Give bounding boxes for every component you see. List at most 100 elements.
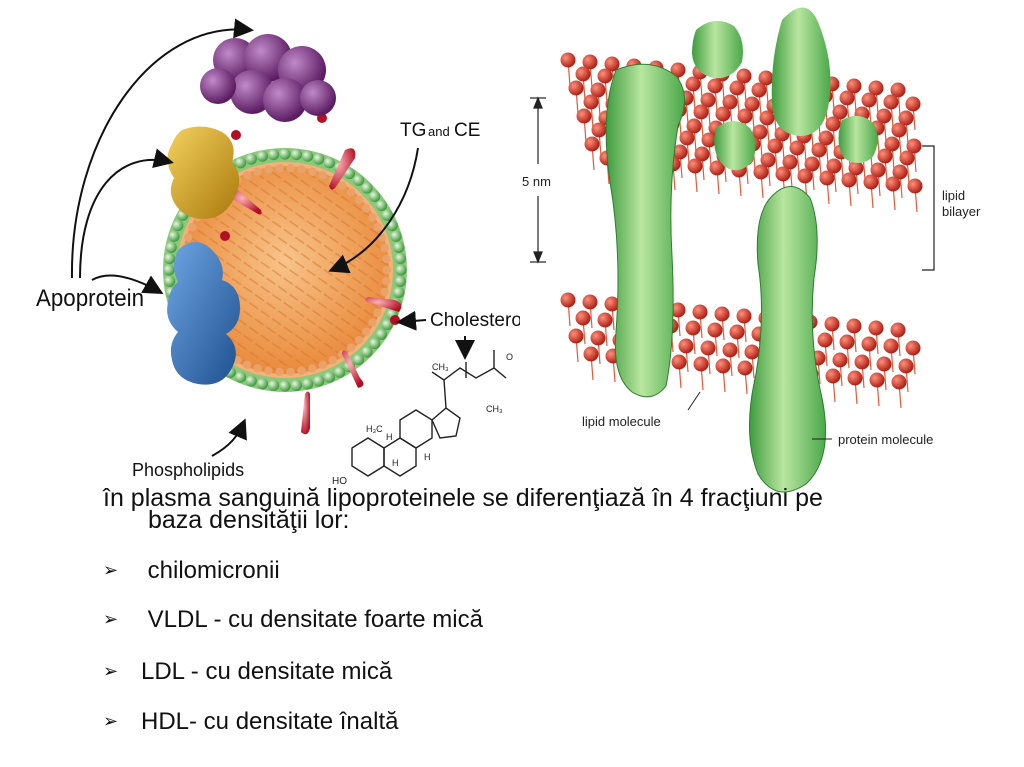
lipid-head [729, 324, 745, 340]
lipid-head [775, 166, 791, 182]
lipid-head [758, 70, 774, 86]
lipid-head [722, 342, 738, 358]
bullet-arrow-icon: ➢ [103, 560, 119, 580]
phospholipid-head [328, 355, 337, 365]
lipid-head [890, 82, 906, 98]
cholesterol-label: Cholesterol [430, 310, 520, 331]
lipid-head [869, 372, 885, 388]
phospholipid-head [253, 364, 262, 373]
phospholipid-head [275, 367, 284, 377]
lipid-head [671, 354, 687, 370]
phospholipid-head [393, 241, 405, 253]
lipid-head [707, 322, 723, 338]
lipid-head [905, 340, 921, 356]
lipid-head [715, 358, 731, 374]
lipid-head [737, 108, 753, 124]
phospholipid-head [346, 188, 356, 197]
lipid-head [707, 78, 723, 94]
phospholipid-head [375, 200, 388, 212]
lipid-bilayer-diagram: 5 nm lipid bilayer lipid molecule protei… [522, 7, 981, 493]
phospholipid-head [235, 157, 247, 169]
lipid-head [898, 358, 914, 374]
lipid-head [899, 150, 915, 166]
list-item-text: HDL- cu densitate înaltă [141, 708, 399, 735]
lipid-head [797, 168, 813, 184]
lipid-head [597, 68, 613, 84]
phospholipid-head [380, 243, 389, 253]
phospholipid-head [172, 220, 184, 232]
intro-line-2: baza densităţii lor: [148, 506, 350, 534]
phospholipid-head [286, 163, 295, 173]
intro-line-1: în plasma sanguină lipoproteinele se dif… [103, 484, 823, 512]
lipid-head [693, 356, 709, 372]
phospholipid-head [313, 153, 325, 165]
lipoprotein-diagram: Apoprotein TG and CE Cholesterol Phospho… [36, 18, 520, 487]
phospholipid-head [338, 181, 347, 190]
lipid-head [670, 302, 686, 318]
lipid-head [876, 356, 892, 372]
lipid-head [907, 178, 923, 194]
lipid-head [818, 130, 834, 146]
phospholipid-head [375, 328, 388, 340]
bullet-arrow-icon: ➢ [103, 711, 119, 731]
lipid-head [744, 96, 760, 112]
phospholipid-head [390, 230, 402, 242]
lipid-head [575, 310, 591, 326]
lipid-head [861, 336, 877, 352]
lipid-head [863, 174, 879, 190]
lipid-head [752, 124, 768, 140]
lipid-head [672, 144, 688, 160]
phospholipid-head [318, 360, 327, 369]
lipid-head [686, 118, 702, 134]
lipid-head [700, 340, 716, 356]
phospholipid-head [164, 253, 176, 265]
lipid-head [604, 56, 620, 72]
o-label: O [506, 352, 513, 362]
phospholipid-head [369, 338, 381, 350]
phospholipid-head [290, 379, 302, 391]
lipid-head [693, 104, 709, 120]
phospholipid-head [256, 150, 268, 162]
phospholipid-head [264, 366, 273, 375]
lipid-head [876, 108, 892, 124]
list-item-text: LDL - cu densitate mică [141, 658, 393, 685]
h3c-label: H₃C [366, 424, 383, 434]
lipid-head [847, 370, 863, 386]
and-label: and [428, 124, 450, 139]
bilayer-bracket [922, 145, 935, 271]
phospholipid-head [165, 241, 177, 253]
lipid-head [590, 82, 606, 98]
lipid-head [825, 368, 841, 384]
phospholipids-label: Phospholipids [132, 460, 244, 480]
lipid-head [760, 152, 776, 168]
phospholipid-head [184, 233, 193, 242]
list-item: ➢LDL - cu densitate mică [103, 658, 392, 686]
phospholipid-head [308, 167, 317, 176]
phospholipid-head [353, 354, 365, 366]
lipid-head [582, 54, 598, 70]
phospholipid-head [394, 275, 406, 287]
phospholipid-head [245, 153, 257, 165]
lipid-head [744, 344, 760, 360]
intro-text: în plasma sanguină lipoproteinele se dif… [103, 484, 943, 534]
apoprotein-blue [167, 242, 240, 385]
list-item: ➢ HDL- cu densitate înaltă [103, 708, 398, 736]
lipid-head [891, 374, 907, 390]
phospholipid-head [394, 253, 406, 265]
lipid-head [678, 338, 694, 354]
lipid-head [839, 334, 855, 350]
lipid-head [870, 162, 886, 178]
lipid-head [804, 156, 820, 172]
lipid-head [789, 140, 805, 156]
scale-label: 5 nm [522, 174, 551, 189]
list-item: ➢ chilomicronii [103, 557, 280, 585]
lipid-head [685, 320, 701, 336]
apoprotein-arrows [70, 18, 427, 457]
phospholipid-head [297, 165, 306, 174]
protein-molecule-label: protein molecule [838, 432, 933, 447]
phospholipid-head [290, 149, 302, 161]
lipid-head [583, 94, 599, 110]
lipid-molecule-pointer [687, 391, 701, 411]
phospholipid-head [361, 346, 373, 358]
phospholipid-head [373, 308, 382, 317]
